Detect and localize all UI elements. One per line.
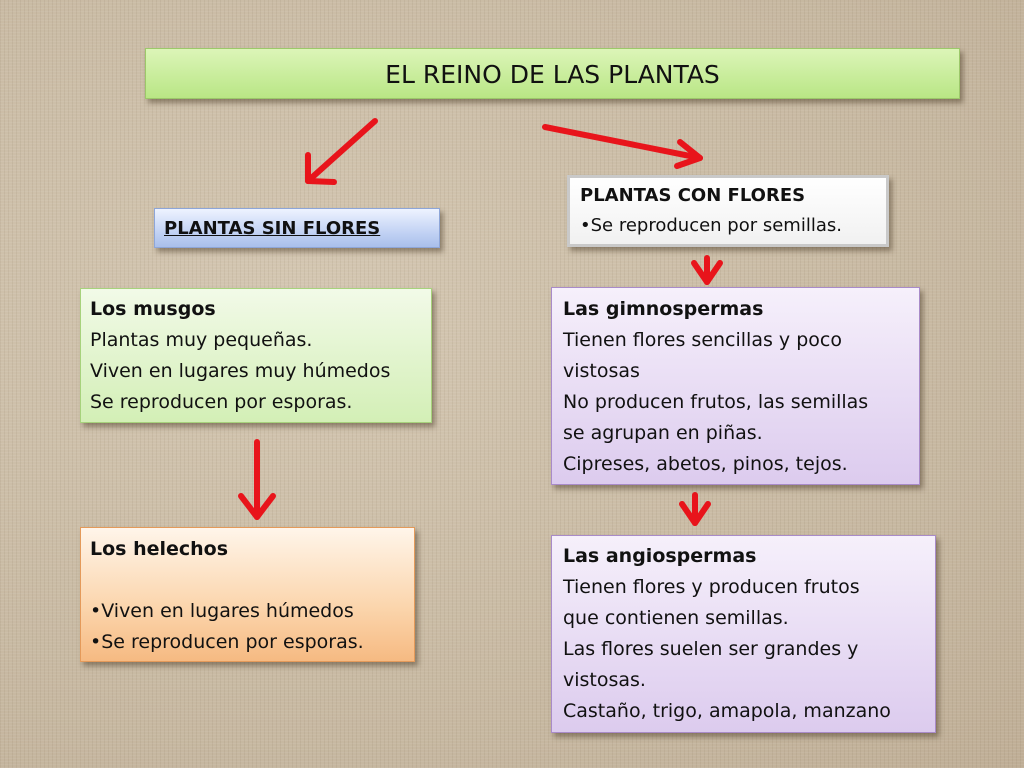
arrow-gimnospermas-to-angiospermas	[679, 492, 711, 526]
plantas-sin-flores-label: PLANTAS SIN FLORES	[164, 218, 381, 239]
helechos-spacer	[90, 565, 414, 596]
musgos-line: Viven en lugares muy húmedos	[90, 360, 391, 382]
gimnospermas-heading: Las gimnospermas	[563, 298, 764, 320]
helechos-line: •Se reproducen por esporas.	[90, 631, 364, 653]
musgos-heading: Los musgos	[90, 298, 216, 320]
gimnospermas-box: Las gimnospermas Tienen flores sencillas…	[551, 287, 920, 485]
gimnospermas-line: vistosas	[563, 360, 640, 382]
angiospermas-line: Tienen flores y producen frutos	[563, 576, 860, 598]
plantas-con-flores-line: •Se reproducen por semillas.	[580, 215, 842, 236]
angiospermas-line: que contienen semillas.	[563, 607, 789, 629]
angiospermas-line: vistosas.	[563, 669, 646, 691]
gimnospermas-line: Tienen flores sencillas y poco	[563, 329, 842, 351]
arrow-musgos-to-helechos	[238, 439, 276, 520]
gimnospermas-line: No producen frutos, las semillas	[563, 391, 869, 413]
gimnospermas-line: Cipreses, abetos, pinos, tejos.	[563, 453, 848, 475]
gimnospermas-line: se agrupan en piñas.	[563, 422, 763, 444]
arrow-title-to-sin-flores	[305, 118, 378, 185]
angiospermas-box: Las angiospermas Tienen flores y produce…	[551, 535, 936, 733]
angiospermas-heading: Las angiospermas	[563, 545, 757, 567]
arrow-con-flores-to-gimnospermas	[691, 255, 723, 285]
musgos-line: Se reproducen por esporas.	[90, 391, 353, 413]
plantas-con-flores-box: PLANTAS CON FLORES •Se reproducen por se…	[567, 175, 889, 247]
helechos-heading: Los helechos	[90, 538, 229, 560]
helechos-box: Los helechos •Viven en lugares húmedos •…	[80, 527, 415, 662]
plantas-sin-flores-box: PLANTAS SIN FLORES	[154, 208, 440, 248]
angiospermas-line: Castaño, trigo, amapola, manzano	[563, 700, 891, 722]
musgos-line: Plantas muy pequeñas.	[90, 329, 313, 351]
plantas-con-flores-heading: PLANTAS CON FLORES	[580, 185, 806, 206]
helechos-line: •Viven en lugares húmedos	[90, 600, 354, 622]
diagram-title: EL REINO DE LAS PLANTAS	[145, 48, 960, 99]
angiospermas-line: Las flores suelen ser grandes y	[563, 638, 859, 660]
musgos-box: Los musgos Plantas muy pequeñas. Viven e…	[80, 288, 432, 423]
arrow-title-to-con-flores	[542, 124, 703, 169]
